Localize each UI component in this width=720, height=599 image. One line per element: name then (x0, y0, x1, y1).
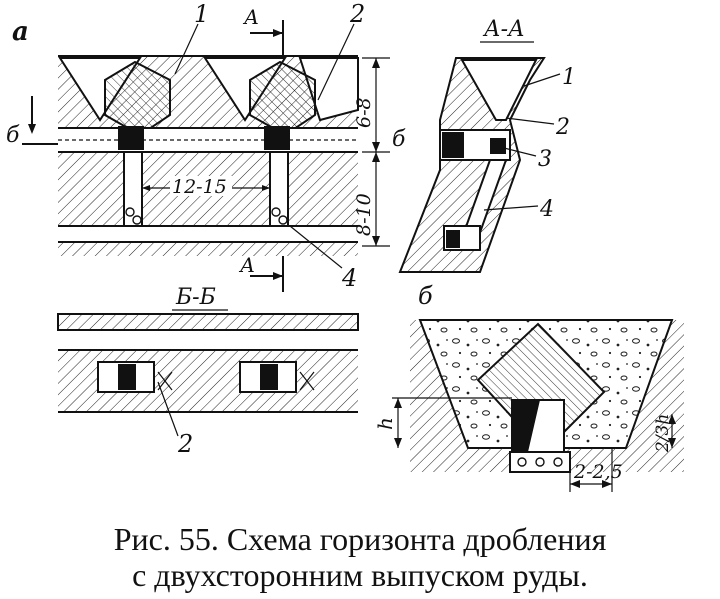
panel-b-right-wall (626, 320, 684, 448)
pillar-hex-left (104, 60, 171, 137)
panel-b-left-wall (410, 320, 468, 448)
panel-b-detail: б h 2/3h 2-2,5 (373, 282, 684, 492)
section-BB-title: Б-Б (175, 285, 216, 310)
caption-line-1: Рис. 55. Схема горизонта дробления (114, 521, 607, 557)
dim-spacing: 12-15 (172, 176, 227, 198)
section-BB-callout-2: 2 (177, 430, 193, 458)
dim-width: 2-2,5 (573, 461, 623, 483)
chute-left (118, 126, 144, 150)
section-mark-b-left: б (6, 123, 20, 148)
section-mark-A-top: А (242, 5, 259, 29)
section-mark-b-right: б (392, 127, 406, 152)
section-AA-callout-1: 1 (562, 65, 576, 90)
dim-lower: 8-10 (353, 193, 375, 236)
caption-line-2: с двухсторонним выпуском руды. (132, 557, 588, 593)
section-mark-A-bottom: А (238, 253, 255, 277)
panel-section-AA: А-А 1 2 3 4 (398, 17, 576, 273)
panel-a: а 12-15 (6, 0, 406, 292)
dim-upper: 6-8 (353, 97, 375, 128)
callout-4: 4 (341, 264, 357, 292)
panel-b-letter: б (418, 282, 433, 310)
dim-h: h (373, 417, 397, 430)
section-AA-callout-2: 2 (555, 115, 570, 140)
panel-a-letter: а (12, 17, 29, 47)
section-AA-callout-3: 3 (538, 147, 552, 172)
pillar-hex-right (249, 60, 316, 137)
section-AA-title: А-А (482, 17, 525, 42)
callout-1: 1 (194, 0, 209, 28)
section-AA-callout-4: 4 (539, 197, 554, 222)
callout-2: 2 (349, 0, 365, 28)
section-AA-funnel (460, 59, 538, 121)
chute-right (264, 126, 290, 150)
dim-ratio: 2/3h (653, 414, 673, 453)
panel-section-BB: Б-Б 2 (57, 285, 359, 458)
haulage-drift (58, 226, 358, 242)
section-BB-top-layer (57, 313, 359, 331)
